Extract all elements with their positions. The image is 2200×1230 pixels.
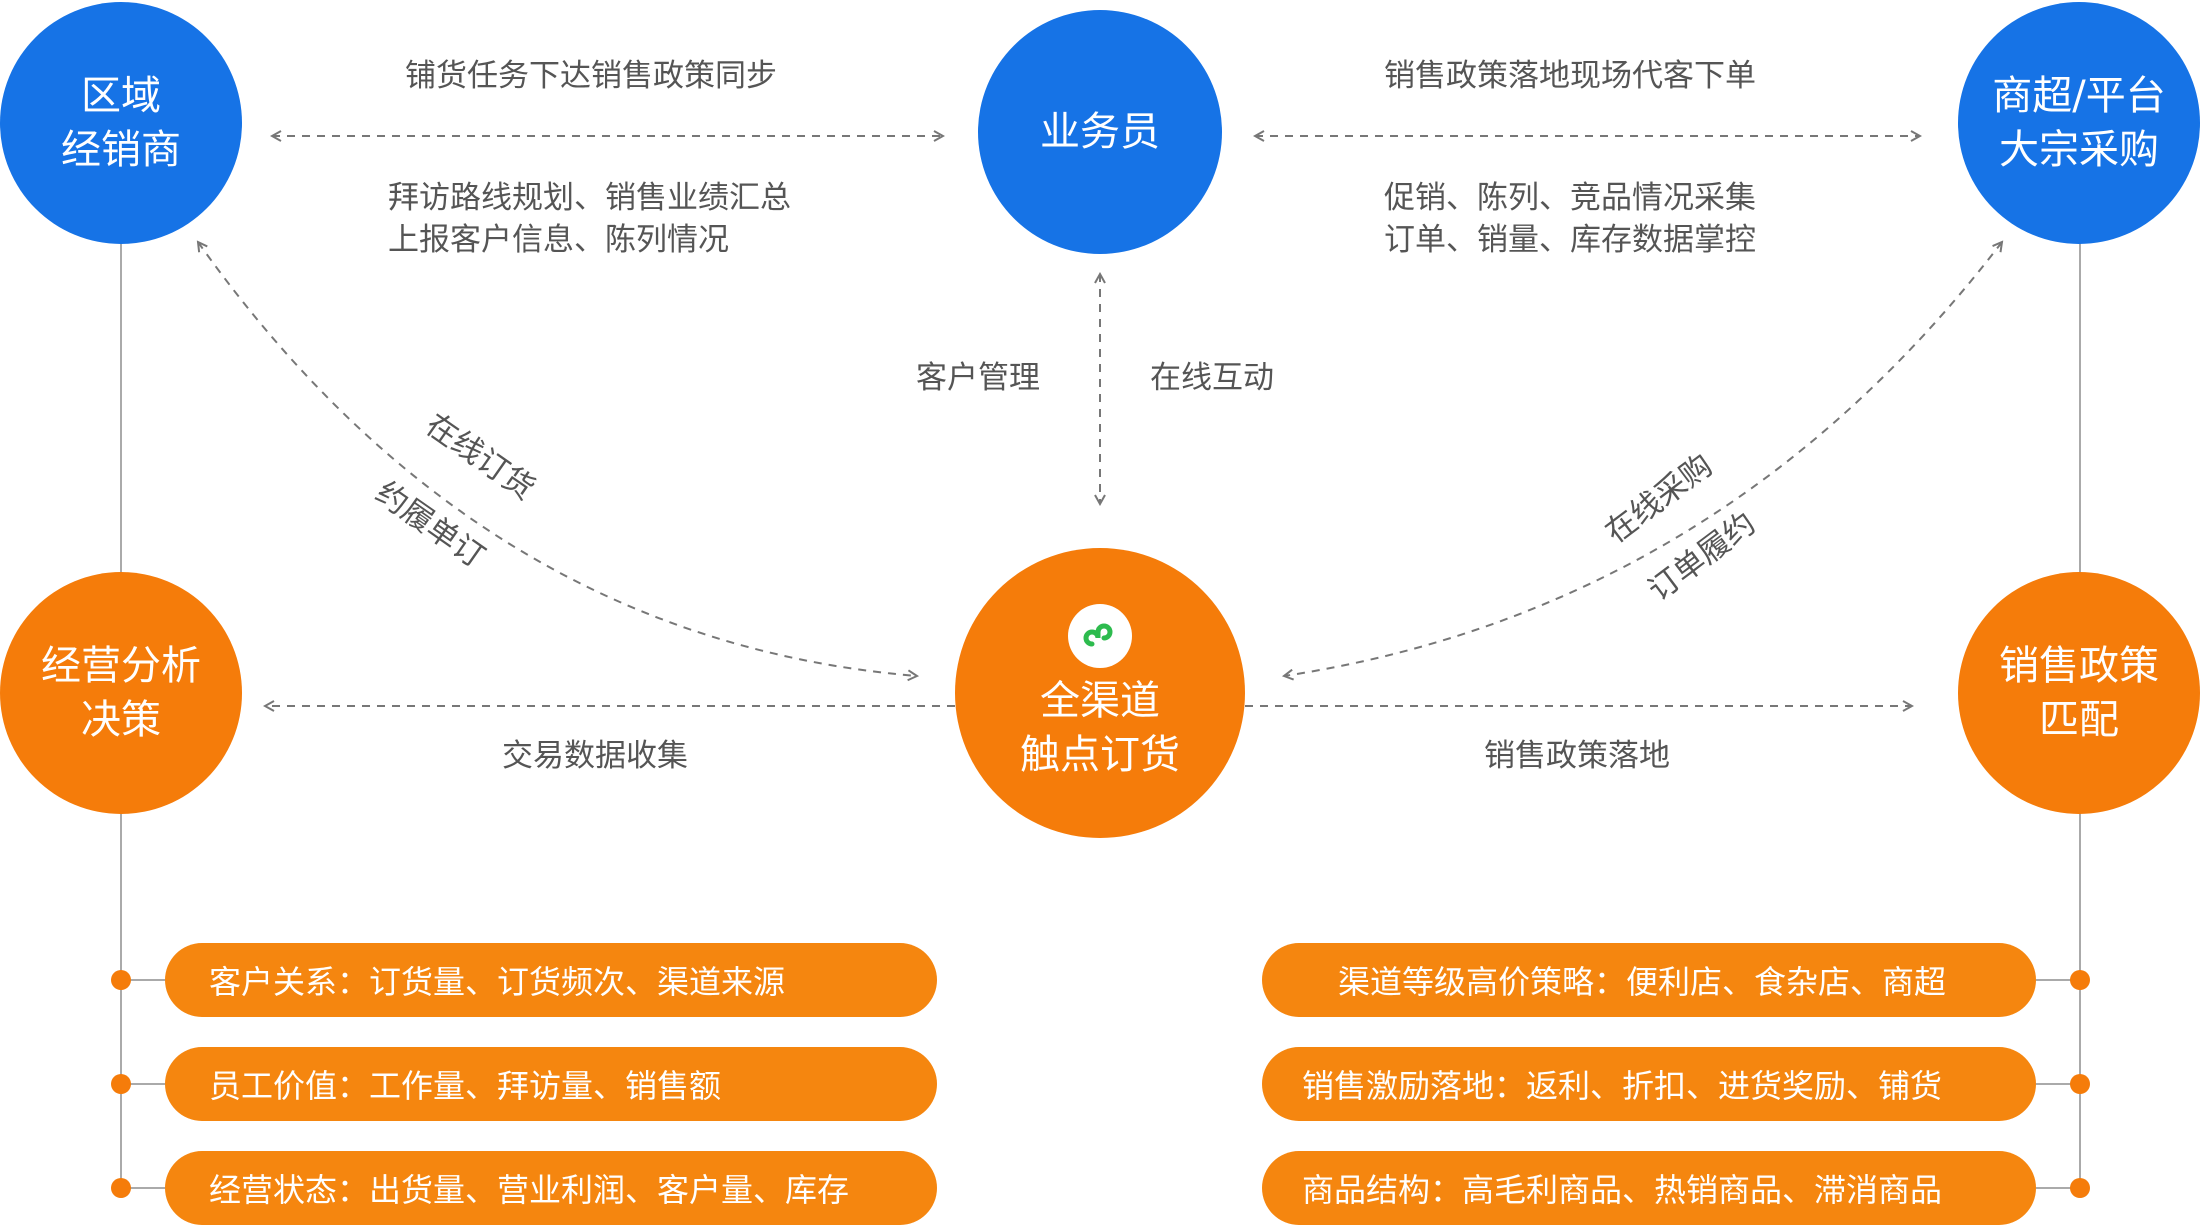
- left-dot-1: [111, 970, 131, 990]
- mini-program-icon: [1068, 604, 1132, 668]
- node-regional-distributor: 区域 经销商: [0, 2, 242, 244]
- pill-channel-pricing: 渠道等级高价策略：便利店、食杂店、商超: [1262, 943, 2036, 1017]
- right-dot-3: [2070, 1178, 2090, 1198]
- arrow-retail-center: [1284, 242, 2002, 676]
- label-customer-management: 客户管理: [916, 360, 1040, 396]
- left-dot-3: [111, 1178, 131, 1198]
- left-dot-2: [111, 1074, 131, 1094]
- node-salesman: 业务员: [978, 10, 1222, 254]
- arrow-distributor-center: [198, 242, 917, 676]
- node-omnichannel-ordering: 全渠道 触点订货: [955, 548, 1245, 838]
- label-online-interaction: 在线互动: [1150, 360, 1274, 396]
- right-dot-1: [2070, 970, 2090, 990]
- label-top-left-below-2: 上报客户信息、陈列情况: [388, 222, 729, 258]
- pill-sales-incentive: 销售激励落地：返利、折扣、进货奖励、铺货: [1262, 1047, 2036, 1121]
- node-business-analysis: 经营分析 决策: [0, 572, 242, 814]
- label-top-left-above: 铺货任务下达销售政策同步: [405, 58, 777, 94]
- label-top-left-below-1: 拜访路线规划、销售业绩汇总: [388, 180, 791, 216]
- label-transaction-data: 交易数据收集: [502, 738, 688, 774]
- node-sales-policy-match: 销售政策 匹配: [1958, 572, 2200, 814]
- pill-customer-relation: 客户关系：订货量、订货频次、渠道来源: [165, 943, 937, 1017]
- right-dot-2: [2070, 1074, 2090, 1094]
- pill-product-structure: 商品结构：高毛利商品、热销商品、滞消商品: [1262, 1151, 2036, 1225]
- mini-program-glyph: [1083, 623, 1113, 647]
- label-top-right-above: 销售政策落地现场代客下单: [1384, 58, 1756, 94]
- pill-business-status: 经营状态：出货量、营业利润、客户量、库存: [165, 1151, 937, 1225]
- label-policy-landing: 销售政策落地: [1484, 738, 1670, 774]
- label-top-right-below-2: 订单、销量、库存数据掌控: [1384, 222, 1756, 258]
- node-retail-platform: 商超/平台 大宗采购: [1958, 2, 2200, 244]
- label-top-right-below-1: 促销、陈列、竞品情况采集: [1384, 180, 1756, 216]
- pill-employee-value: 员工价值：工作量、拜访量、销售额: [165, 1047, 937, 1121]
